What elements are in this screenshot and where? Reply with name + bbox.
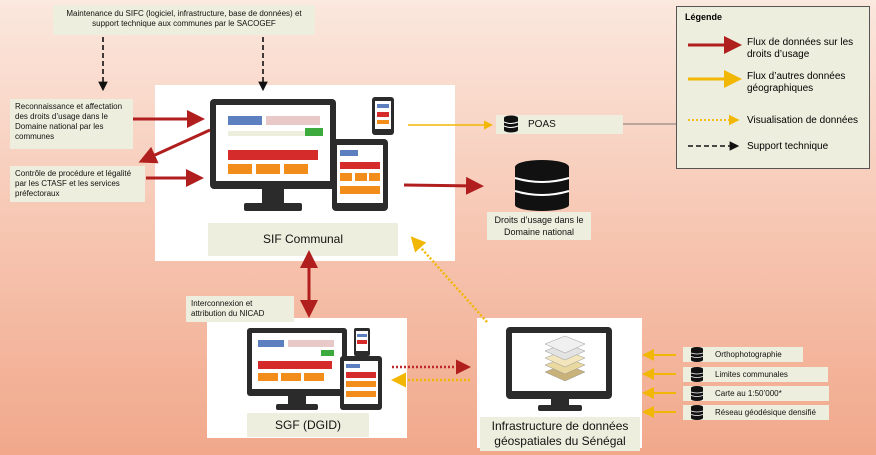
poas-database-icon (503, 115, 519, 133)
layers-stack-icon (544, 335, 586, 382)
layer-limites-database-icon (690, 367, 704, 382)
legend-item-visualisation: Visualisation de données (747, 115, 859, 126)
legend-box: Légende Flux de données sur les droits d… (676, 6, 870, 169)
layer-ortho: Orthophotographie (683, 347, 803, 362)
rights-arrow-to-db (403, 176, 484, 195)
layer-reseau-database-icon (690, 405, 704, 420)
sgf-monitor-icon (247, 328, 347, 410)
legend-item-support: Support technique (747, 141, 829, 152)
legend-item-rights: Flux de données sur les droits d’usage (747, 37, 854, 60)
legend-item-geo: Flux d’autres données géographiques (747, 71, 846, 94)
legend-title: Légende (685, 12, 723, 22)
layer-carte-database-icon (690, 386, 704, 401)
interconnexion-note: Interconnexion et attribution du NICAD (186, 296, 294, 322)
poas-label: POAS (496, 115, 623, 134)
sif-phone-icon (372, 97, 394, 135)
droits-usage-label: Droits d’usage dans le Domaine national (487, 212, 591, 240)
ids-label: Infrastructure de données géospatiales d… (480, 417, 640, 451)
sgf-phone-icon (354, 328, 370, 356)
left-note-reconnaissance: Reconnaissance et affectation des droits… (10, 99, 133, 149)
sif-tablet-icon (332, 139, 388, 211)
layer-carte: Carte au 1:50’000* (683, 386, 829, 401)
droits-database-icon (514, 160, 570, 211)
layer-ortho-database-icon (690, 347, 704, 362)
sif-monitor-icon (210, 99, 336, 211)
layer-reseau: Réseau géodésique densifié (683, 405, 829, 420)
sgf-label: SGF (DGID) (247, 413, 369, 437)
top-maintenance-note: Maintenance du SIFC (logiciel, infrastru… (53, 5, 315, 35)
visual-arrow-ids-sif (410, 236, 488, 323)
layer-limites: Limites communales (683, 367, 828, 382)
rights-arrow-diagonal (138, 128, 211, 164)
sgf-tablet-icon (340, 356, 382, 410)
left-note-controle: Contrôle de procédure et légalité par le… (10, 166, 145, 202)
